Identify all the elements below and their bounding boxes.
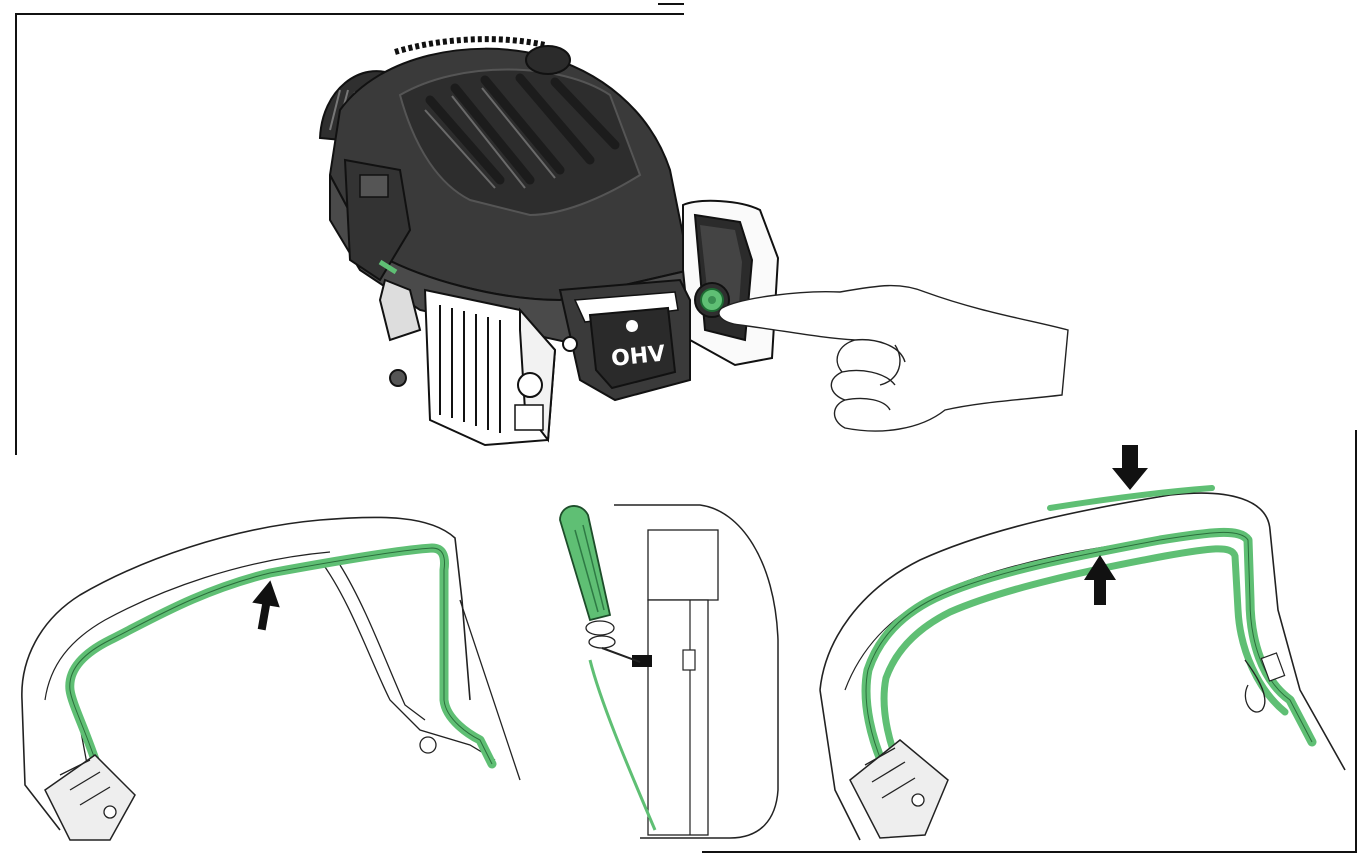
screwdriver-icon [559,505,641,663]
air-filter-housing [682,199,780,367]
engine-illustration: OHV [318,36,780,447]
ohv-label: OHV [610,341,666,372]
handlebar-left-illustration [21,516,521,841]
ohv-plate: OHV [558,278,691,402]
bail-bar-right-outer [1047,485,1215,511]
bottom-right-frame [702,430,1357,853]
cable [588,659,657,831]
arrow-up-icon [252,580,280,631]
frame-lines [15,3,1357,853]
top-left-frame [15,13,684,455]
arrow-up-icon [1084,555,1116,605]
oil-cap [525,45,571,75]
handlebar-right-illustration [819,445,1346,841]
muffler [423,288,557,447]
screwdriver-detail [559,504,779,839]
arrow-down-icon [1112,445,1148,490]
cover-ridges [425,73,620,185]
handle-clamp-left [44,754,136,841]
pointing-hand-illustration [718,284,1069,432]
handle-clamp-right [849,739,949,839]
